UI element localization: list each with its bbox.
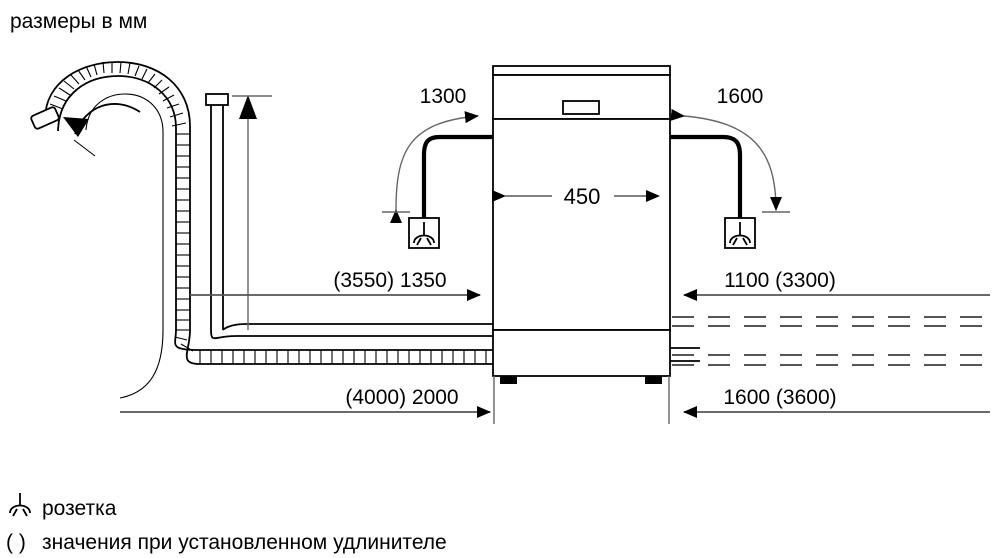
- dimension-1300-label: 1300: [420, 85, 467, 108]
- parentheses-marker: ( ): [6, 531, 26, 554]
- socket-icon: [9, 493, 31, 517]
- dimension-bottom-left: (4000) 2000: [120, 386, 491, 418]
- foot-right: [645, 376, 662, 384]
- dimension-mid-right: 1100 (3300): [683, 269, 990, 301]
- dimension-mid-left-label: (3550) 1350: [333, 269, 446, 292]
- socket-left[interactable]: [408, 217, 440, 249]
- dashed-hose-lines: [672, 316, 995, 366]
- foot-left: [500, 376, 517, 384]
- legend: розетка ( ) значения при установленном у…: [6, 493, 447, 554]
- width-dimension-450: 450 450: [492, 182, 660, 209]
- width-dimension-value: 450: [564, 184, 601, 209]
- dimension-1600-top-label: 1600: [717, 85, 764, 108]
- corrugated-drain-hose: [30, 61, 500, 399]
- dimension-mid-left: (3550) 1350: [190, 269, 481, 301]
- control-display[interactable]: [562, 100, 600, 115]
- page-title: размеры в мм: [10, 10, 147, 33]
- dimension-mid-right-label: 1100 (3300): [724, 269, 836, 292]
- water-inlet-hose: [205, 93, 500, 340]
- socket-right[interactable]: [724, 217, 756, 249]
- hose-direction-arrow: [63, 103, 141, 157]
- power-cable-left: [421, 134, 493, 220]
- power-cable-right: [670, 134, 743, 220]
- dimension-bottom-left-label: (4000) 2000: [345, 386, 458, 409]
- hose-end-cuff: [30, 106, 60, 130]
- inlet-height-arrow: [232, 95, 272, 330]
- dimension-bottom-right: 1600 (3600): [683, 386, 990, 418]
- dimension-1300: 1300: [382, 85, 479, 224]
- legend-item-extension-label: значения при установленном удлинителе: [42, 531, 447, 554]
- dishwasher-body: [492, 65, 700, 424]
- legend-item-socket-label: розетка: [42, 497, 117, 520]
- dimension-1600-top: 1600: [670, 85, 790, 213]
- dimension-bottom-right-label: 1600 (3600): [723, 386, 836, 409]
